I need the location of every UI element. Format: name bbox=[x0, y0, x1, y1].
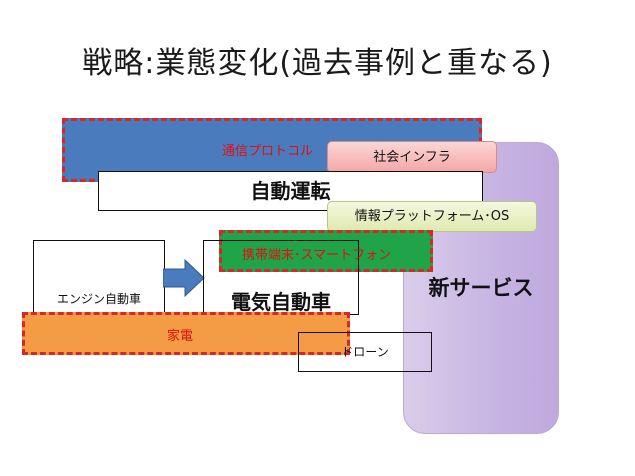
protocol-label: 通信プロトコル bbox=[222, 144, 314, 159]
appliance-block bbox=[22, 312, 350, 355]
right-arrow-icon bbox=[163, 258, 205, 298]
new-service-label: 新サービス bbox=[428, 276, 534, 300]
mobile-label: 携帯端末･スマートフォン bbox=[242, 248, 392, 263]
engine-car-label: エンジン自動車 bbox=[56, 292, 141, 306]
mobile-block bbox=[219, 230, 433, 272]
page-title: 戦略:業態変化(過去事例と重なる) bbox=[82, 46, 553, 81]
appliance-label: 家電 bbox=[167, 329, 194, 344]
social-infra-box: 社会インフラ bbox=[327, 141, 497, 173]
electric-car-label: 電気自動車 bbox=[231, 290, 331, 314]
info-platform-box: 情報プラットフォーム･OS bbox=[327, 201, 537, 232]
drone-box: ドローン bbox=[298, 332, 432, 372]
